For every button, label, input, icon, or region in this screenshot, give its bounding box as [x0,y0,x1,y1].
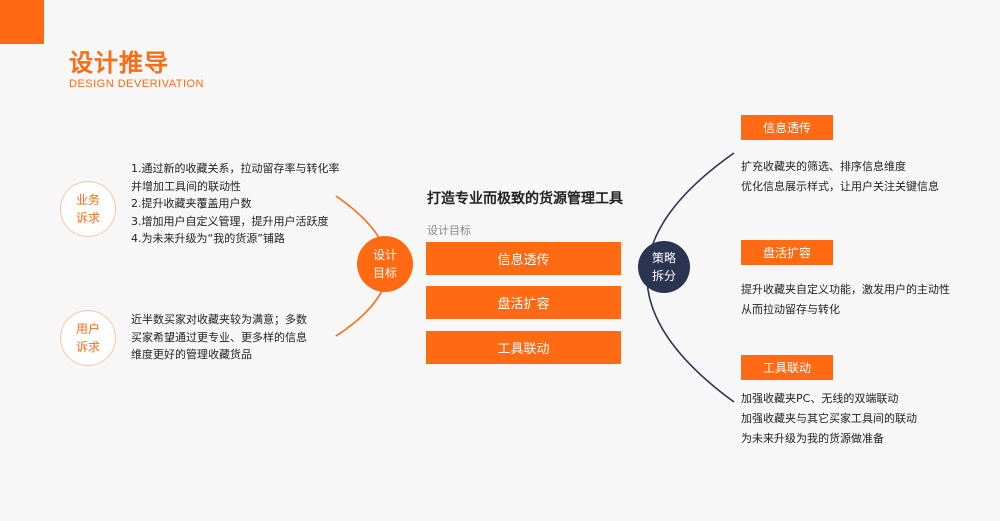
strategy-text-tool-linkage: 加强收藏夹PC、无线的双端联动 加强收藏夹与其它买家工具间的联动 为未来升级为我… [741,392,917,445]
design-goal-circle: 设计 目标 [357,236,413,292]
strategy-label-2: 拆分 [651,269,676,283]
design-goal-label-1: 设计 [372,248,397,262]
goal-activate-expand: 盘活扩容 [426,286,621,319]
design-goal-label-2: 目标 [372,266,397,280]
user-needs-text: 近半数买家对收藏夹较为满意；多数 买家希望通过更专业、更多样的信息 维度更好的管… [131,313,307,361]
strategy-split-circle: 策略 拆分 [638,241,690,293]
strategy-tag-info-transparency: 信息透传 [741,115,833,140]
strategy-tag-activate-expand: 盘活扩容 [741,240,833,265]
user-needs-label-2: 诉求 [75,340,100,354]
goal-info-transparency: 信息透传 [426,242,621,275]
user-needs-label-1: 用户 [75,322,100,336]
business-needs-text: 1.通过新的收藏关系，拉动留存率与转化率 并增加工具间的联动性 2.提升收藏夹覆… [131,162,340,245]
business-needs-circle: 业务 诉求 [60,181,116,237]
business-needs-label-1: 业务 [75,193,100,207]
goal-tool-linkage: 工具联动 [426,331,621,364]
user-needs-circle: 用户 诉求 [60,310,116,366]
strategy-tag-tool-linkage: 工具联动 [741,355,833,380]
strategy-text-activate-expand: 提升收藏夹自定义功能，激发用户的主动性 从而拉动留存与转化 [741,283,950,316]
strategy-text-info-transparency: 扩充收藏夹的筛选、排序信息维度 优化信息展示样式，让用户关注关键信息 [741,160,939,193]
business-needs-label-2: 诉求 [75,211,100,225]
page-title: 设计推导 [69,49,169,77]
corner-accent-block [0,0,44,44]
page-subtitle: DESIGN DEVERIVATION [69,78,205,90]
design-goal-caption: 设计目标 [427,224,471,237]
center-headline: 打造专业而极致的货源管理工具 [427,191,623,207]
strategy-label-1: 策略 [651,251,676,265]
